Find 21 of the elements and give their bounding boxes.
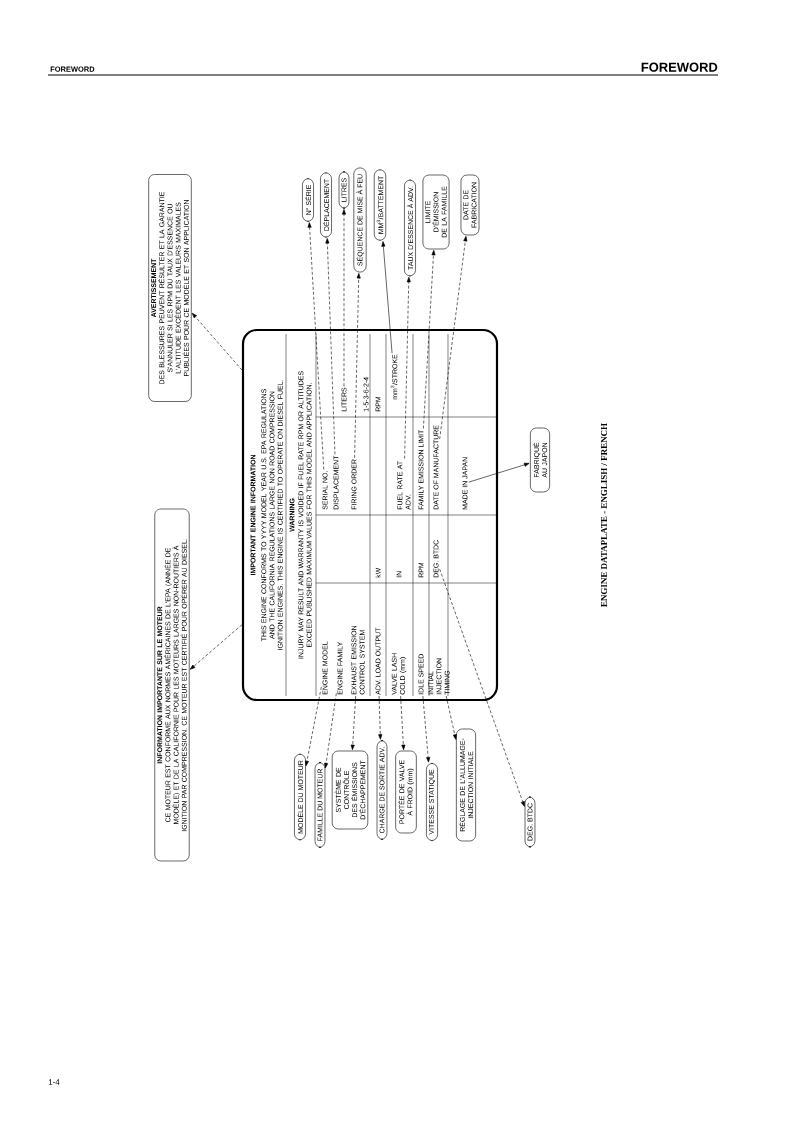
arrow [354,273,361,459]
arrow [189,624,243,670]
arrow [445,695,457,740]
arrow [324,693,337,769]
arrow [325,238,336,455]
arrow [439,568,525,807]
arrow [468,462,530,483]
arrow [400,695,406,751]
arrow [381,241,393,354]
arrow [422,695,431,763]
arrow [342,209,346,387]
running-header: FOREWORD [641,62,718,72]
arrow [378,695,383,740]
arrow [350,695,356,751]
caption: ENGINE DATAPLATE - ENGLISH / FRENCH [601,423,607,607]
arrow [305,686,322,767]
arrow [404,276,411,459]
arrow [439,235,468,440]
arrow [307,222,325,470]
arrow [191,312,243,371]
arrow [423,249,436,429]
